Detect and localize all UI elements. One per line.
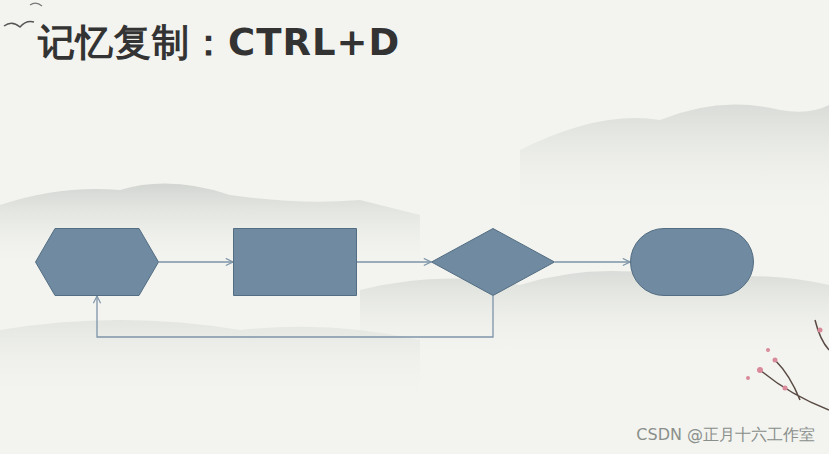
shape-outline — [233, 228, 357, 296]
flow-connector — [555, 261, 630, 262]
watermark: CSDN @正月十六工作室 — [636, 425, 815, 446]
shape-outline — [431, 228, 555, 296]
preparation-hexagon — [35, 228, 159, 296]
process-box — [233, 228, 357, 296]
decision-diamond — [431, 228, 555, 296]
shape-outline — [630, 228, 754, 296]
slide-title: 记忆复制：CTRL+D — [38, 18, 400, 68]
shape-fill — [631, 229, 754, 296]
flow-connector — [97, 296, 493, 337]
terminator-shape — [630, 228, 754, 296]
flow-connector — [159, 261, 233, 262]
flow-connector — [357, 261, 431, 262]
shape-fill — [36, 229, 159, 296]
shape-outline — [35, 228, 159, 296]
shape-fill — [432, 229, 555, 296]
shape-fill — [234, 229, 357, 296]
